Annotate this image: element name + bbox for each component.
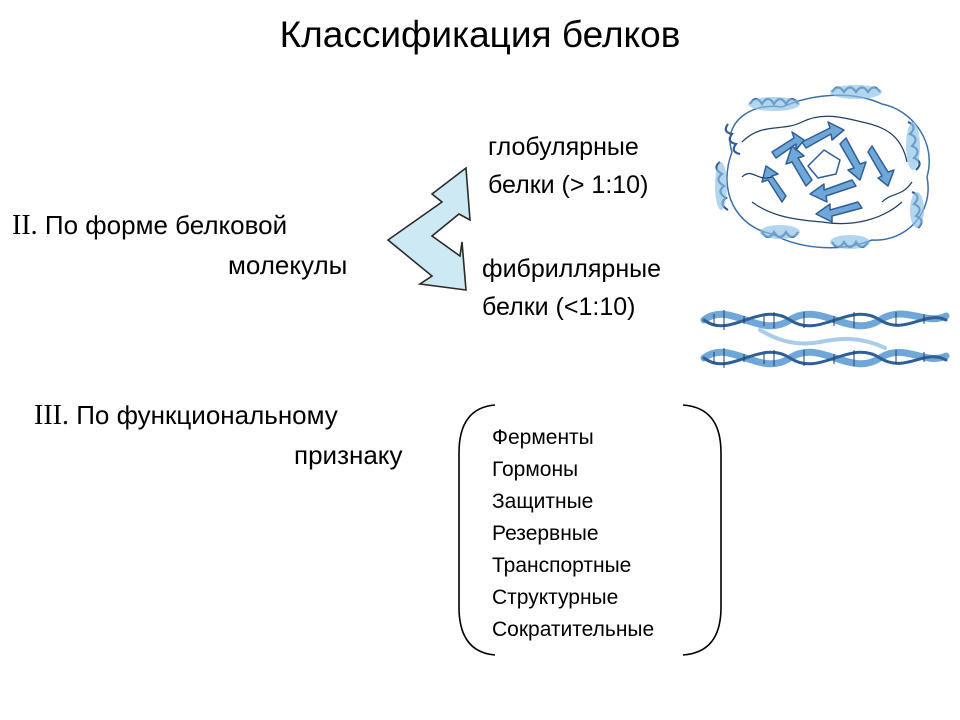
fibrillar-label: фибриллярные белки (<1:10) xyxy=(482,250,661,326)
section2-heading-text: По форме белковой xyxy=(37,210,288,240)
list-item: Резервные xyxy=(492,522,599,545)
section2-heading-line2: молекулы xyxy=(228,250,348,280)
globular-label-line2: белки (> 1:10) xyxy=(488,171,649,199)
list-item: Защитные xyxy=(492,490,594,513)
section2-heading-line1: II. По форме белковой xyxy=(12,206,287,245)
list-item: Ферменты xyxy=(492,426,594,449)
fibrillar-rungs xyxy=(713,310,925,368)
globular-loops xyxy=(741,115,913,225)
section3-numeral: III. xyxy=(34,400,69,431)
globular-label: глобулярные белки (> 1:10) xyxy=(488,128,648,204)
list-item: Сократительные xyxy=(492,618,655,641)
fibrillar-helices xyxy=(700,310,950,368)
split-arrow-shape xyxy=(386,166,471,291)
fibrillar-label-line1: фибриллярные xyxy=(482,255,662,283)
globular-beta-arrows xyxy=(761,121,895,223)
list-item: Структурные xyxy=(492,586,619,609)
fibrillar-protein-icon xyxy=(700,310,950,368)
globular-label-line1: глобулярные xyxy=(488,133,639,161)
fibrillar-label-line2: белки (<1:10) xyxy=(482,293,636,321)
section3-heading-line2: признаку xyxy=(294,440,403,470)
bracket-left xyxy=(458,404,496,656)
globular-protein-icon xyxy=(715,85,930,249)
globular-coil-fill xyxy=(715,85,924,249)
section2-numeral: II. xyxy=(12,210,38,241)
list-item: Гормоны xyxy=(492,458,579,481)
bracket-right xyxy=(682,404,722,656)
page-title: Классификация белков xyxy=(279,14,681,55)
rounded-bracket-icon xyxy=(458,404,722,656)
section3-heading-text: По функциональному xyxy=(68,400,338,430)
split-arrow-icon xyxy=(386,166,471,291)
list-item: Транспортные xyxy=(492,554,632,577)
functional-types-list: Ферменты Гормоны Защитные Резервные Тран… xyxy=(492,422,654,646)
section3-heading-line1: III. По функциональному xyxy=(34,396,338,435)
